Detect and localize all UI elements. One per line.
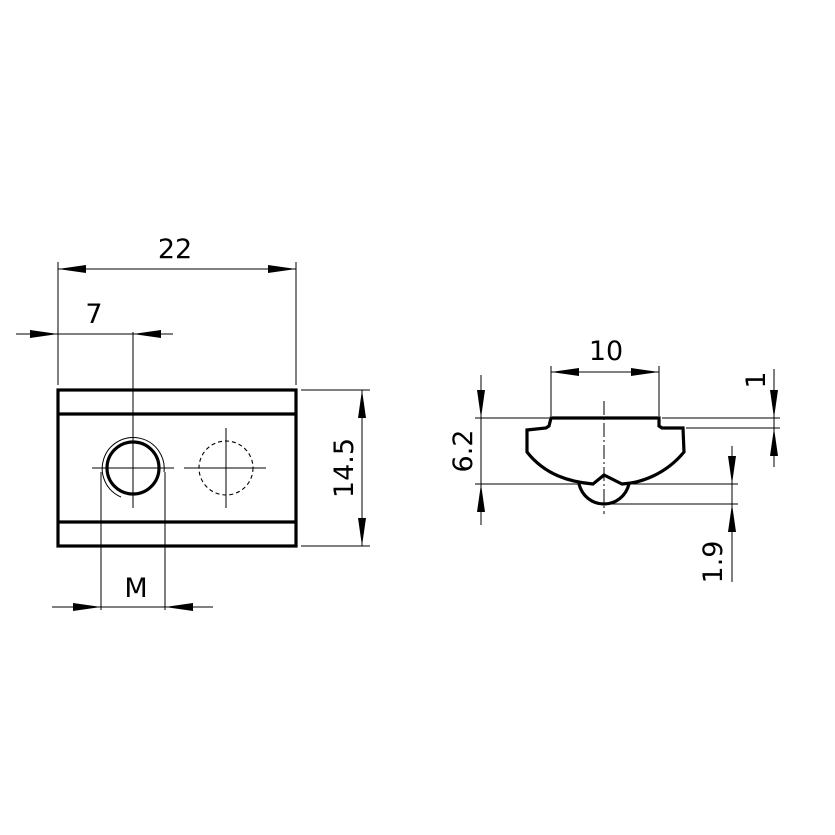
dimension-profile-height: 6.2: [448, 375, 580, 525]
dim-label-10: 10: [589, 336, 623, 367]
dimension-step: 1: [662, 369, 780, 467]
dim-label-14-5: 14.5: [329, 438, 360, 498]
front-view: [56, 332, 298, 548]
dim-label-m: M: [124, 573, 147, 604]
dim-label-1: 1: [741, 371, 772, 388]
dimension-top-width: 10: [550, 336, 660, 416]
nut-body-outline: [56, 388, 298, 548]
dimension-ball-protrusion: 1.9: [606, 446, 738, 583]
dimension-thread: M: [52, 472, 213, 611]
side-view: [525, 401, 686, 514]
dimension-height: 14.5: [301, 389, 370, 547]
nut-profile-outline: [525, 416, 686, 486]
dimension-hole-offset: 7: [16, 299, 173, 338]
spring-ball: [577, 483, 631, 506]
dim-label-22: 22: [158, 234, 192, 265]
thread-outer-arc: [101, 437, 165, 498]
dim-label-1-9: 1.9: [698, 541, 729, 584]
dim-label-6-2: 6.2: [448, 430, 479, 473]
dim-label-7: 7: [85, 299, 102, 330]
dimension-overall-width: 22: [57, 234, 297, 385]
